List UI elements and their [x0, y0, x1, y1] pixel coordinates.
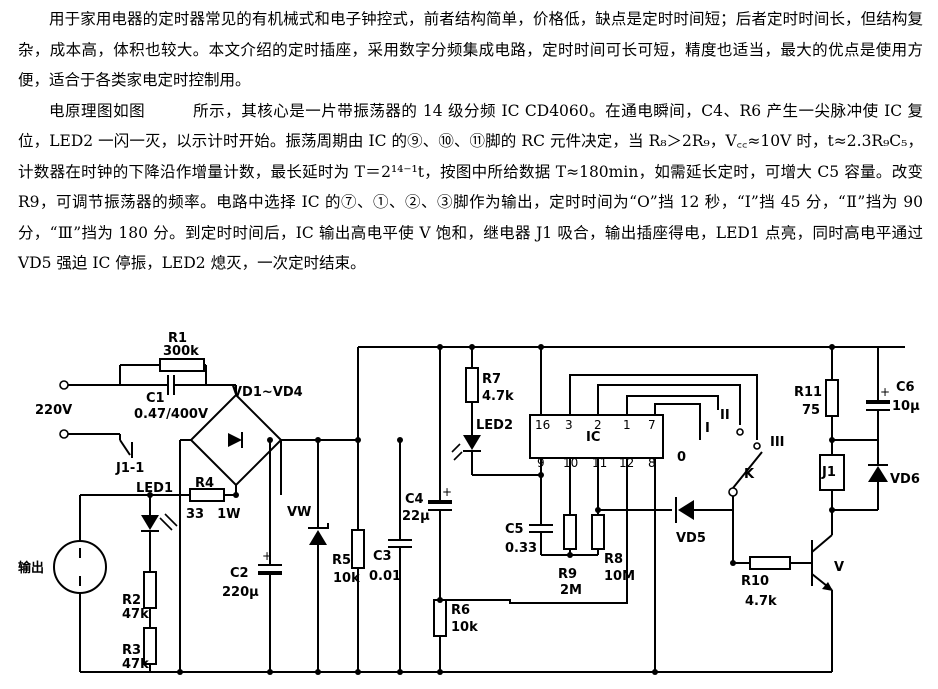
bridge-rectifier: VD1~VD4 — [189, 385, 303, 487]
svg-text:VW: VW — [287, 505, 311, 520]
svg-text:0.47/400V: 0.47/400V — [134, 407, 208, 422]
diode-vd6: VD6 — [832, 439, 920, 511]
svg-text:VD5: VD5 — [676, 531, 706, 546]
svg-text:+: + — [442, 485, 452, 499]
svg-text:22μ: 22μ — [402, 509, 430, 524]
svg-text:8: 8 — [648, 456, 656, 470]
svg-text:+: + — [880, 385, 890, 399]
svg-text:R4: R4 — [195, 476, 214, 491]
ic-cd4060: IC 16 3 2 1 7 9 10 11 12 8 — [529, 414, 664, 470]
output-socket: 输出 — [18, 495, 107, 672]
svg-text:2: 2 — [594, 418, 602, 432]
svg-text:C3: C3 — [373, 549, 392, 564]
capacitor-c3: C3 0.01 — [369, 440, 412, 672]
svg-text:R10: R10 — [741, 574, 769, 589]
svg-text:0.01: 0.01 — [369, 569, 401, 584]
mains-label: 220V — [35, 403, 72, 418]
svg-text:R2: R2 — [122, 593, 141, 608]
svg-text:2M: 2M — [560, 583, 582, 598]
svg-text:0.33: 0.33 — [505, 541, 537, 556]
capacitor-c5: C5 0.33 — [505, 475, 553, 556]
svg-text:47k: 47k — [122, 657, 149, 672]
junction-dots — [147, 344, 835, 675]
svg-text:+: + — [262, 549, 272, 563]
zener-vw: VW — [287, 440, 329, 672]
svg-text:LED2: LED2 — [476, 418, 513, 433]
svg-text:7: 7 — [648, 418, 656, 432]
svg-text:II: II — [720, 408, 730, 423]
svg-text:0: 0 — [677, 450, 686, 465]
svg-text:I: I — [705, 421, 710, 436]
svg-text:4.7k: 4.7k — [745, 594, 777, 609]
svg-text:R11: R11 — [794, 385, 822, 400]
svg-text:C5: C5 — [505, 522, 524, 537]
resistor-r6: R6 10k — [433, 599, 478, 672]
relay-j1: J1 — [819, 454, 845, 491]
svg-text:R8: R8 — [604, 552, 623, 567]
paragraph-intro: 用于家用电器的定时器常见的有机械式和电子钟控式，前者结构简单，价格低，缺点是定时… — [18, 10, 923, 89]
svg-text:VD6: VD6 — [890, 472, 920, 487]
svg-text:R1: R1 — [168, 331, 187, 346]
svg-text:V: V — [834, 560, 844, 575]
output-label: 输出 — [18, 560, 44, 576]
capacitor-c6: + C6 10μ — [866, 347, 920, 440]
svg-text:10M: 10M — [604, 569, 635, 584]
svg-text:10μ: 10μ — [892, 399, 920, 414]
svg-text:11: 11 — [592, 456, 607, 470]
capacitor-c4: + C4 22μ — [402, 347, 452, 600]
led1-branch: R4 33 1W LED1 R2 47k R3 47k — [80, 476, 240, 672]
svg-text:J1: J1 — [821, 465, 836, 480]
svg-text:R7: R7 — [482, 372, 501, 387]
resistor-r5: R5 10k — [332, 440, 365, 672]
svg-text:47k: 47k — [122, 607, 149, 622]
resistor-r7: R7 4.7k — [465, 347, 514, 435]
svg-text:4.7k: 4.7k — [482, 389, 514, 404]
svg-text:R5: R5 — [332, 553, 351, 568]
svg-text:K: K — [744, 467, 755, 482]
paragraph-description: 电原理图如图 所示，其核心是一片带振荡器的 14 级分频 IC CD4060。在… — [18, 101, 923, 273]
diode-vd5: VD5 — [598, 496, 734, 563]
svg-text:C1: C1 — [146, 391, 165, 406]
svg-text:10k: 10k — [451, 620, 478, 635]
resistor-r8: R8 10M — [591, 458, 635, 584]
relay-contact-label: J1-1 — [115, 461, 144, 476]
resistor-r10: R10 4.7k — [733, 556, 812, 609]
svg-text:R6: R6 — [451, 603, 470, 618]
svg-text:12: 12 — [619, 456, 634, 470]
resistor-r1: R1 300k — [120, 331, 207, 385]
svg-text:C2: C2 — [230, 566, 249, 581]
svg-text:16: 16 — [535, 418, 550, 432]
svg-text:R3: R3 — [122, 643, 141, 658]
svg-text:220μ: 220μ — [222, 585, 259, 600]
svg-text:10k: 10k — [333, 571, 360, 586]
svg-text:C6: C6 — [896, 380, 915, 395]
resistor-r11: R11 75 — [794, 347, 839, 455]
capacitor-c2: + C2 220μ — [222, 440, 282, 672]
svg-text:300k: 300k — [163, 344, 199, 359]
svg-text:IC: IC — [586, 430, 600, 445]
led2: LED2 — [451, 418, 541, 476]
led1-label: LED1 — [136, 481, 173, 496]
capacitor-c1: C1 0.47/400V — [120, 375, 208, 422]
svg-text:1: 1 — [623, 418, 631, 432]
svg-text:33 1W: 33 1W — [186, 507, 240, 522]
svg-text:III: III — [770, 435, 785, 450]
resistor-r9: R9 2M — [558, 458, 582, 598]
mains-input: 220V — [35, 380, 120, 439]
svg-text:VD1~VD4: VD1~VD4 — [232, 385, 303, 400]
transistor-v: V — [811, 490, 844, 672]
article-text: 用于家用电器的定时器常见的有机械式和电子钟控式，前者结构简单，价格低，缺点是定时… — [18, 4, 923, 279]
relay-contact-j1-1: J1-1 — [115, 365, 144, 476]
svg-text:C4: C4 — [405, 492, 424, 507]
svg-text:3: 3 — [565, 418, 573, 432]
svg-text:75: 75 — [802, 403, 820, 418]
svg-text:R9: R9 — [558, 567, 577, 582]
